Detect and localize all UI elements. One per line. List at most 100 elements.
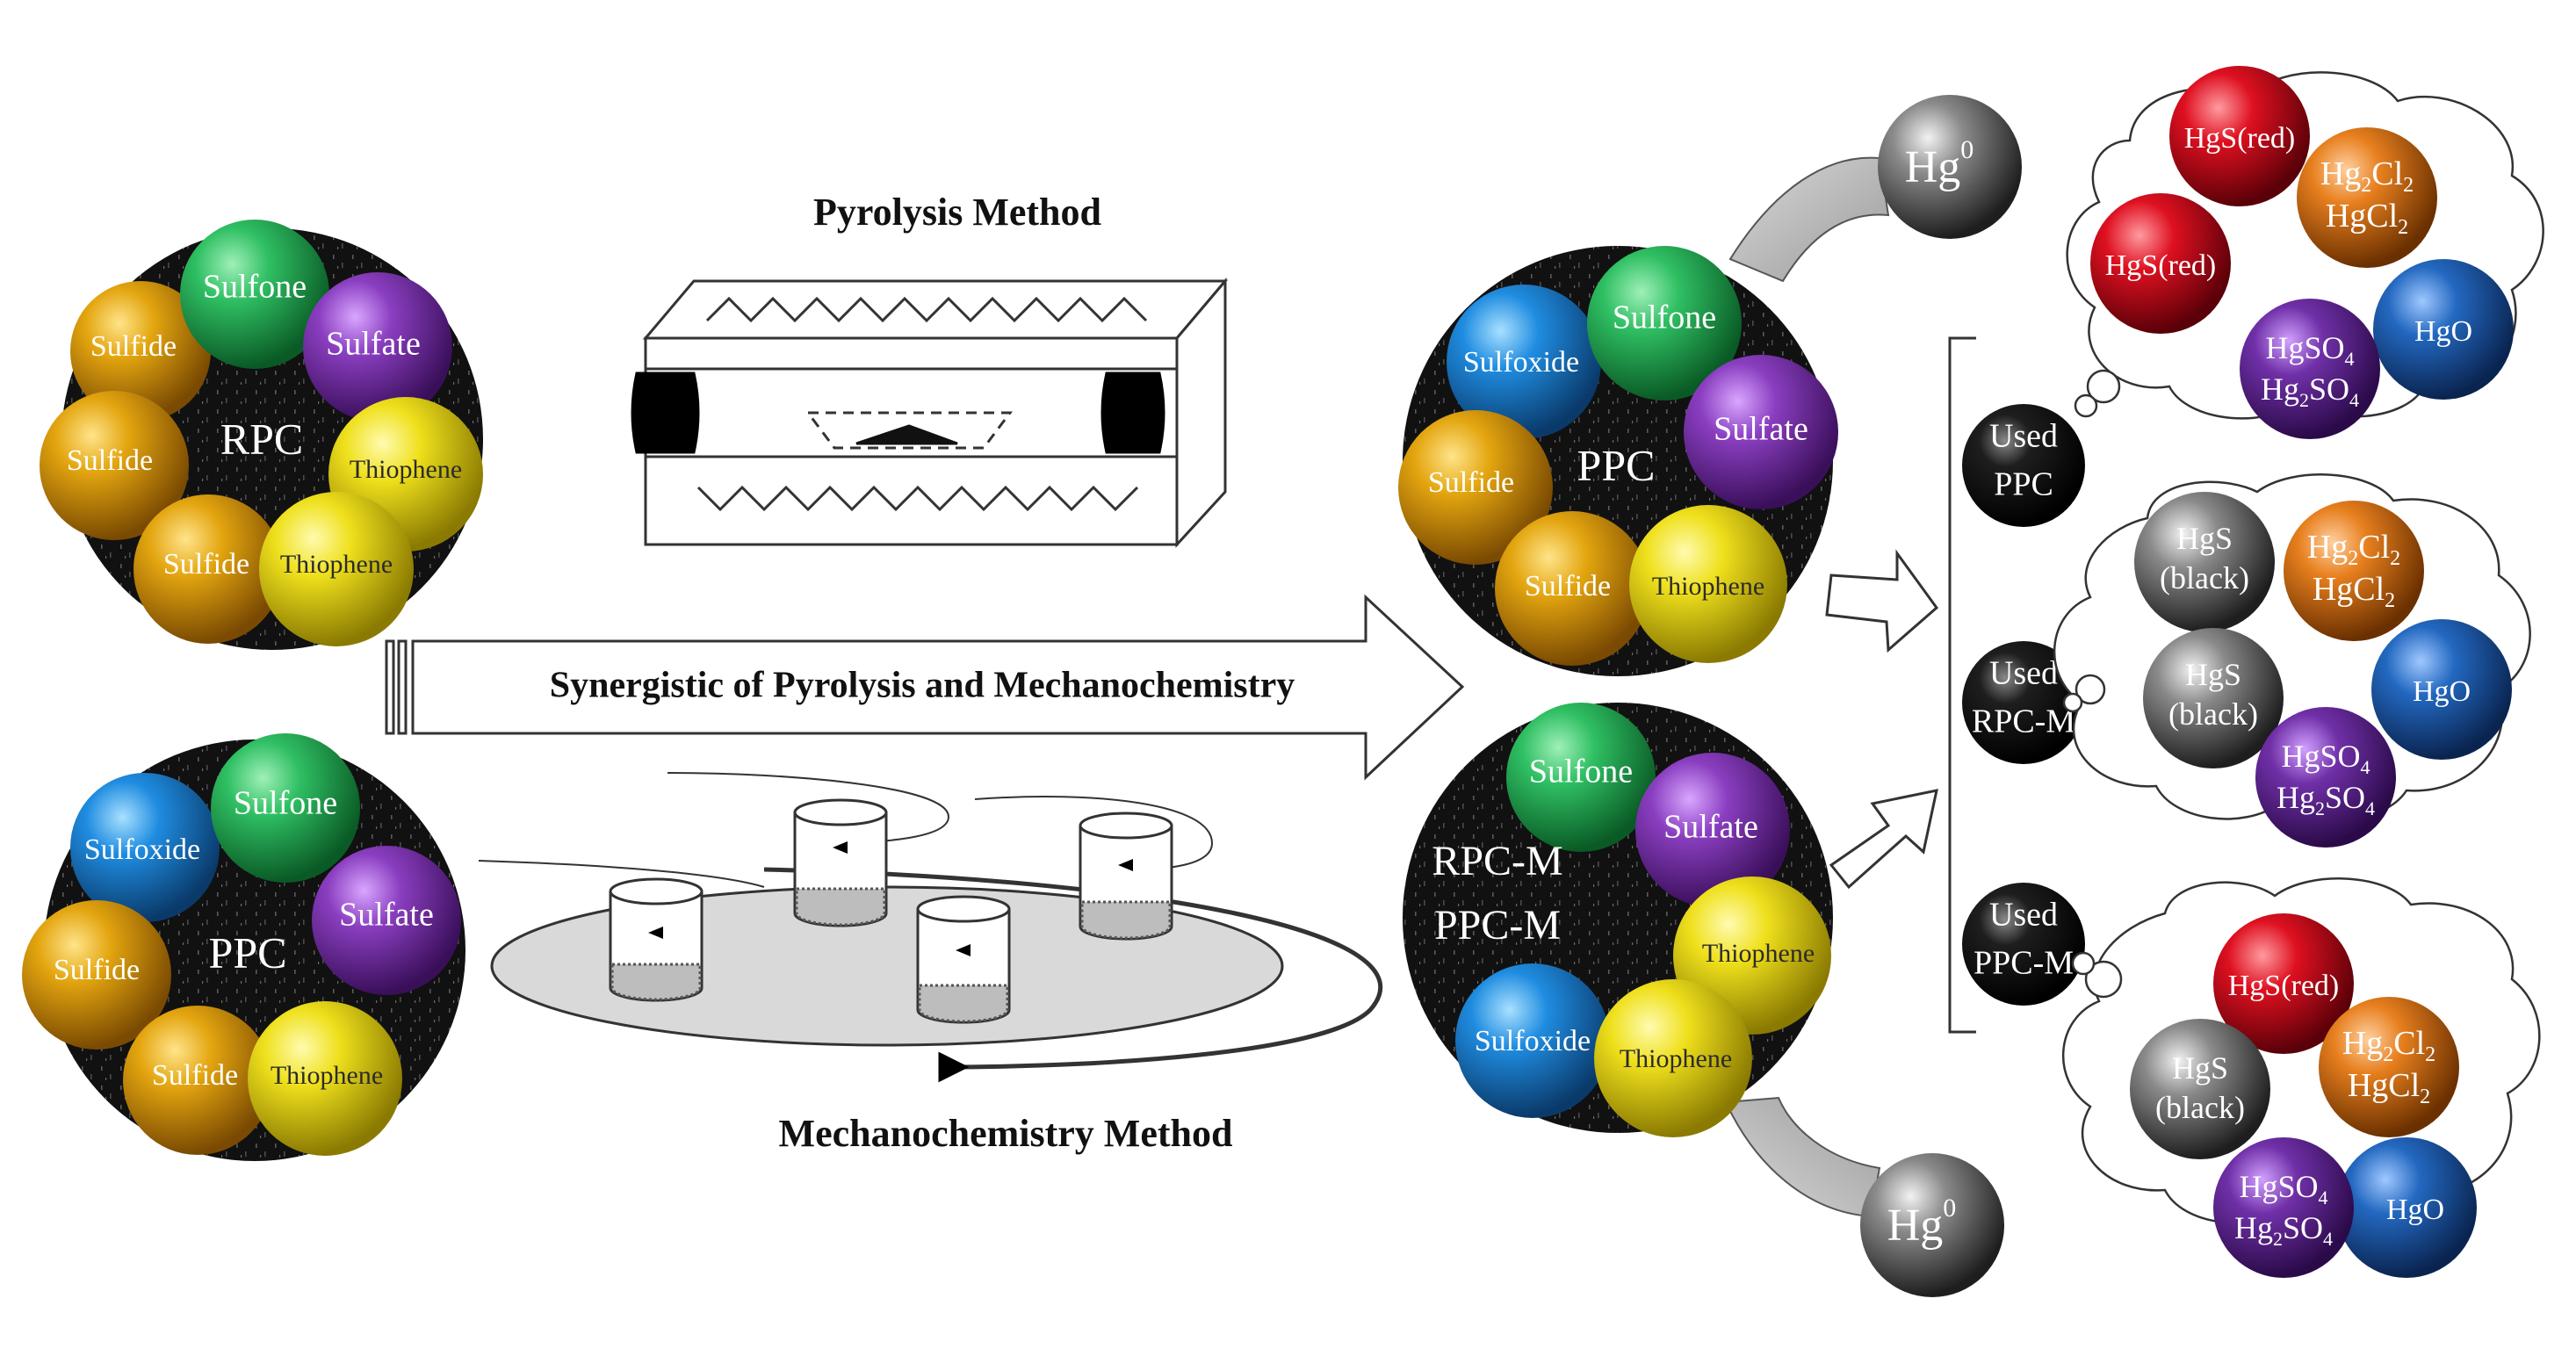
hgs-black-label: HgS	[2172, 1050, 2228, 1086]
hgcl2-label: HgCl2	[2313, 571, 2395, 612]
sulfide-ball	[70, 281, 211, 422]
used-label: Used	[1989, 655, 2058, 692]
hg2cl2-label: Hg2Cl2	[2342, 1025, 2435, 1066]
hg2so4-label: Hg2SO4	[2261, 372, 2359, 411]
sulfate-ball	[312, 846, 461, 995]
rpc-center-label: RPC	[220, 414, 304, 463]
sulfoxide-label: Sulfoxide	[1475, 1025, 1591, 1057]
used-label: Used	[1989, 418, 2058, 455]
sulfoxide-ball	[1447, 285, 1601, 439]
sulfide-label: Sulfide	[163, 548, 249, 581]
pyrolysis-method-title: Pyrolysis Method	[813, 191, 1101, 234]
sulfone-ball	[180, 220, 329, 369]
hgo-label: HgO	[2413, 675, 2471, 708]
milling-jars	[609, 798, 1173, 1024]
sulfide-ball	[40, 391, 189, 540]
sulfone-label: Sulfone	[1529, 754, 1633, 790]
sulfate-ball	[303, 272, 452, 422]
thiophene-label: Thiophene	[1702, 939, 1815, 968]
hgso4-hg2so4-ball	[2240, 299, 2380, 439]
hgso4-label: HgSO4	[2265, 330, 2354, 370]
thiophene-label: Thiophene	[1652, 572, 1764, 601]
products-used-rpc-m: HgS (black) HgS (black) HgO Hg2Cl2 HgCl2…	[2134, 492, 2512, 848]
mechanochemistry-method-title: Mechanochemistry Method	[779, 1112, 1233, 1155]
sulfide-label: Sulfide	[90, 330, 177, 363]
hgo-label: HgO	[2414, 315, 2472, 348]
hgo-label: HgO	[2386, 1194, 2444, 1226]
sulfone-ball	[211, 733, 360, 883]
hg2cl2-hgcl2-ball	[2297, 127, 2437, 268]
bracket	[1948, 336, 1976, 1034]
thiophene-label: Thiophene	[350, 455, 462, 484]
synergy-arrow	[385, 594, 1465, 781]
sulfate-ball	[1635, 753, 1790, 907]
sulfoxide-ball	[1455, 963, 1610, 1118]
sulfate-ball	[1684, 355, 1838, 509]
thiophene-label: Thiophene	[280, 550, 393, 579]
sulfone-label: Sulfone	[203, 269, 307, 306]
hgcl2-label: HgCl2	[2348, 1067, 2430, 1108]
hgs-black-ball	[2130, 1019, 2270, 1159]
sulfide-label: Sulfide	[1428, 466, 1514, 499]
hgs-red-ball	[2090, 193, 2231, 334]
used-sample-label: PPC-M	[1973, 945, 2074, 982]
hg0-label: Hg0	[1887, 1194, 1957, 1251]
used-sample-label: PPC	[1994, 466, 2053, 503]
used-ppc: Used PPC	[1962, 404, 2085, 527]
sulfate-label: Sulfate	[1714, 411, 1808, 448]
thiophene-ball	[1594, 979, 1752, 1137]
thiophene-ball	[248, 1001, 402, 1156]
sulfide-ball	[1398, 410, 1553, 565]
rpc-m-label: RPC-M	[1432, 838, 1562, 884]
hg0-bottom: Hg0	[1860, 1153, 2004, 1297]
milled-cluster: Sulfone Sulfate Thiophene Sulfoxide Thio…	[1403, 703, 1833, 1137]
hgs-black-ball	[2143, 628, 2284, 768]
sulfate-label: Sulfate	[339, 897, 434, 934]
sulfone-ball	[1506, 703, 1656, 852]
hg2so4-label: Hg2SO4	[2234, 1210, 2333, 1250]
hg2cl2-hgcl2-ball	[2284, 501, 2424, 641]
hg2cl2-label: Hg2Cl2	[2307, 529, 2400, 570]
synergy-arrow-label: Synergistic of Pyrolysis and Mechanochem…	[550, 666, 1295, 706]
used-sample-label: RPC-M	[1972, 703, 2075, 740]
sulfide-label: Sulfide	[54, 954, 140, 986]
hgcl2-label: HgCl2	[2326, 198, 2408, 239]
hg0-top: Hg0	[1878, 95, 2022, 239]
hgs-red-label: HgS(red)	[2228, 970, 2340, 1002]
sulfide-ball	[1495, 511, 1649, 666]
thiophene-label: Thiophene	[1620, 1044, 1732, 1073]
hgso4-hg2so4-ball	[2255, 707, 2396, 848]
rpc-cluster: Sulfone Sulfide Sulfate Sulfide Thiophen…	[40, 220, 483, 650]
hgs-black-label: (black)	[2160, 560, 2249, 595]
sulfoxide-ball	[70, 773, 220, 922]
hg2cl2-label: Hg2Cl2	[2320, 155, 2414, 197]
thiophene-label: Thiophene	[271, 1061, 383, 1090]
sulfide-ball	[133, 494, 283, 644]
hgs-red-label: HgS(red)	[2184, 122, 2296, 155]
hgs-red-ball	[2169, 66, 2310, 206]
hg0-label: Hg0	[1905, 135, 1974, 192]
sulfide-label: Sulfide	[67, 444, 153, 477]
ppc-pyrolysis-cluster: Sulfoxide Sulfone Sulfate Sulfide Sulfid…	[1398, 246, 1838, 676]
thiophene-ball	[259, 492, 414, 646]
sulfoxide-label: Sulfoxide	[1463, 346, 1579, 379]
hgs-black-ball	[2134, 492, 2275, 632]
sulfide-label: Sulfide	[1525, 570, 1611, 602]
hgs-black-label: HgS	[2176, 521, 2233, 556]
products-used-ppc-m: HgS(red) HgS (black) HgO Hg2Cl2 HgCl2 Hg…	[2130, 913, 2477, 1278]
hgs-black-label: (black)	[2155, 1090, 2245, 1125]
hgo-ball	[2336, 1137, 2477, 1278]
hgso4-label: HgSO4	[2239, 1169, 2327, 1208]
used-rpc-m: Used RPC-M	[1962, 641, 2085, 764]
thiophene-ball	[1629, 505, 1787, 663]
hgo-ball	[2373, 259, 2514, 400]
hgs-red-ball	[2213, 913, 2354, 1054]
hg0-ball	[1860, 1153, 2004, 1297]
ppc-center-label: PPC	[209, 927, 287, 977]
sulfone-label: Sulfone	[234, 785, 337, 822]
ppc-center-label: PPC	[1577, 440, 1656, 489]
hg0-ball	[1878, 95, 2022, 239]
sulfate-label: Sulfate	[1663, 809, 1758, 846]
hgso4-label: HgSO4	[2281, 739, 2370, 778]
